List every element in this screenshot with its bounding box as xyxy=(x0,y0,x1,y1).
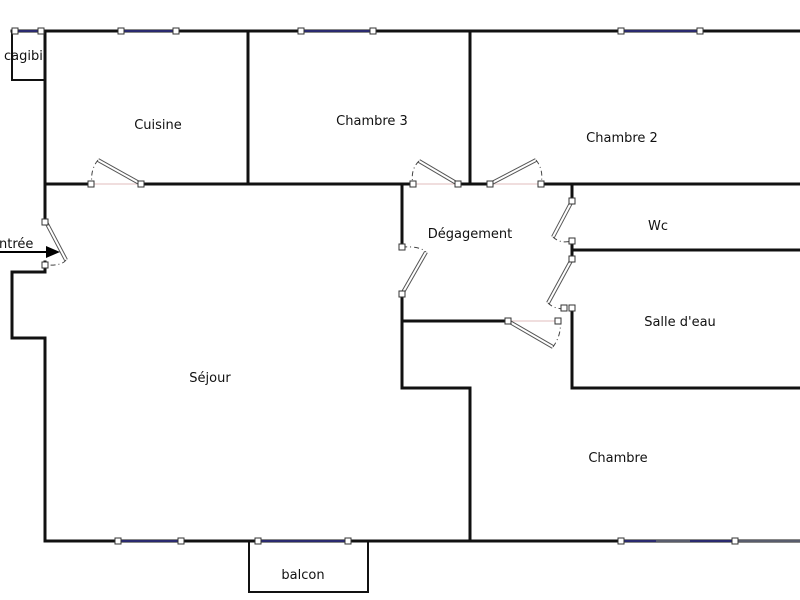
door-salle-eau xyxy=(546,255,576,312)
room-label-sejour: Séjour xyxy=(189,371,231,386)
window-chambre2 xyxy=(617,27,704,35)
room-label-chambre2: Chambre 2 xyxy=(586,131,658,146)
door-wc xyxy=(551,197,576,245)
balcony-outline xyxy=(248,541,369,593)
door-cuisine xyxy=(87,158,145,188)
room-label-chambre: Chambre xyxy=(588,451,647,466)
doors xyxy=(41,158,576,349)
room-label-cuisine: Cuisine xyxy=(134,118,182,133)
windows xyxy=(11,27,800,545)
window-cuisine xyxy=(117,27,180,35)
interior-walls xyxy=(43,29,800,543)
cagibi-walls xyxy=(11,31,45,81)
door-chambre3 xyxy=(409,159,462,188)
room-label-salle-eau: Salle d'eau xyxy=(644,315,716,330)
window-sejour-left xyxy=(114,537,185,545)
window-sejour-balcony xyxy=(254,537,352,545)
room-label-cagibi: cagibi xyxy=(4,49,43,64)
door-chambre xyxy=(504,317,562,349)
window-chambre xyxy=(617,537,800,545)
window-chambre3 xyxy=(297,27,377,35)
room-label-degagement: Dégagement xyxy=(428,227,512,242)
entrance-arrow xyxy=(0,246,60,258)
room-label-wc: Wc xyxy=(648,219,668,234)
room-label-balcon: balcon xyxy=(281,568,324,583)
door-degagement xyxy=(398,243,428,298)
entrance-label: ntrée xyxy=(0,237,33,252)
room-label-chambre3: Chambre 3 xyxy=(336,114,408,129)
window-cagibi xyxy=(11,27,45,35)
door-chambre2 xyxy=(486,158,545,188)
door-entrance xyxy=(41,218,68,269)
